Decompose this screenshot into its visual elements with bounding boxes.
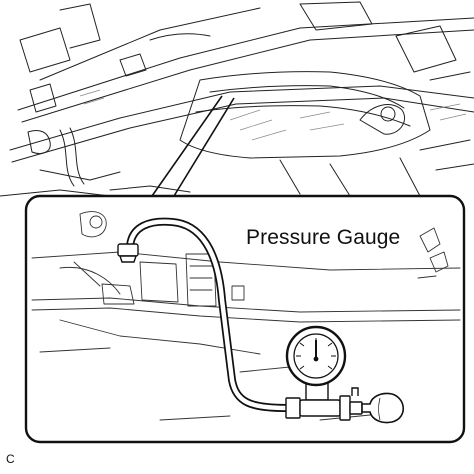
pressure-hose	[126, 217, 290, 412]
undercarriage-overview	[0, 1, 474, 197]
detail-background-structure	[31, 211, 461, 421]
pressure-bulb	[361, 392, 405, 424]
pressure-gauge-dial	[285, 325, 347, 401]
gauge-tee-fitting	[285, 387, 363, 421]
callout-pointer	[151, 95, 235, 197]
pressure-gauge-label: Pressure Gauge	[246, 226, 401, 249]
overview-hatching	[79, 89, 467, 141]
figure-corner-mark: C	[6, 452, 15, 466]
hose-fitting	[117, 243, 139, 263]
